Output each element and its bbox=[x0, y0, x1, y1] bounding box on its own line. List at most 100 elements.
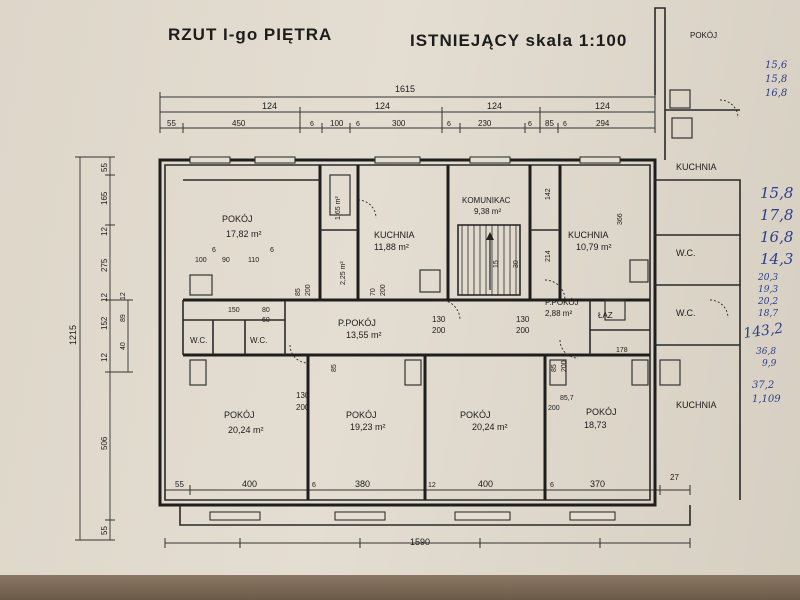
hand-note: 16,8 bbox=[760, 228, 793, 246]
misc-number: 100 bbox=[195, 257, 207, 264]
dim-module-3: 124 bbox=[487, 101, 502, 111]
dim-left-overall: 1215 bbox=[68, 325, 78, 345]
door-width: 85 bbox=[331, 364, 338, 372]
neighbour-pokoj: POKÓJ bbox=[690, 31, 717, 40]
door-width: 130 bbox=[432, 315, 446, 324]
room-name: POKÓJ bbox=[586, 407, 617, 417]
room-name: W.C. bbox=[190, 336, 207, 345]
neighbour-wc: W.C. bbox=[676, 308, 696, 318]
misc-number: 85,7 bbox=[560, 395, 574, 402]
dim-seg-10: 6 bbox=[563, 121, 567, 128]
neighbour-labels: POKÓJ KUCHNIA KUCHNIA W.C. W.C. bbox=[676, 31, 717, 410]
room-name: P.POKÓJ bbox=[545, 298, 579, 307]
door-swings bbox=[289, 99, 739, 364]
walls bbox=[158, 7, 741, 526]
hand-note: 9,9 bbox=[762, 359, 777, 369]
misc-number: 214 bbox=[545, 250, 552, 262]
room-area: 20,24 m² bbox=[472, 422, 508, 432]
room-labels: POKÓJ 17,82 m² KUCHNIA 11,88 m² KOMUNIKA… bbox=[190, 196, 617, 435]
misc-number: 90 bbox=[222, 257, 230, 264]
room-name: POKÓJ bbox=[222, 214, 253, 224]
dim-module-1: 124 bbox=[262, 101, 277, 111]
dim-left-6: 12 bbox=[100, 353, 109, 362]
dim-left-inner-5: 40 bbox=[120, 342, 127, 350]
dim-bottom-4: 12 bbox=[428, 482, 436, 489]
dim-seg-4: 6 bbox=[356, 121, 360, 128]
dim-left-4: 12 bbox=[100, 293, 109, 302]
hand-note: 15,8 bbox=[765, 74, 787, 85]
dim-bottom-8: 27 bbox=[670, 473, 679, 482]
neighbour-kuchnia: KUCHNIA bbox=[676, 162, 717, 172]
hand-note: 36,8 bbox=[756, 347, 776, 357]
dim-left-3: 275 bbox=[100, 258, 109, 272]
hand-note: 14,3 bbox=[760, 250, 793, 268]
hand-note: 18,7 bbox=[758, 309, 778, 319]
misc-number: 366 bbox=[617, 213, 624, 225]
dim-seg-8: 6 bbox=[528, 121, 532, 128]
hand-note: 37,2 bbox=[752, 380, 774, 391]
small-area: 2,25 m² bbox=[340, 261, 347, 285]
left-dimensions: 1215 55 165 12 275 12 152 12 506 55 12 8… bbox=[68, 156, 133, 541]
misc-number: 30 bbox=[513, 260, 520, 268]
hand-note: 15,6 bbox=[765, 60, 788, 71]
dim-bottom-6: 6 bbox=[550, 482, 554, 489]
misc-number: 6 bbox=[270, 247, 274, 254]
misc-number: 60 bbox=[262, 317, 270, 324]
dim-left-inner-3: 89 bbox=[120, 314, 127, 322]
room-name: KUCHNIA bbox=[374, 230, 415, 240]
room-name: POKÓJ bbox=[224, 410, 255, 420]
door-width: 130 bbox=[516, 315, 530, 324]
misc-number: 142 bbox=[545, 188, 552, 200]
handwritten-notes: 15,6 15,8 16,8 15,8 17,8 16,8 14,3 20,3 … bbox=[742, 60, 793, 405]
door-width: 70 bbox=[370, 288, 377, 296]
misc-number: 200 bbox=[548, 405, 560, 412]
door-width: 85 bbox=[295, 288, 302, 296]
drawing-paper bbox=[0, 0, 800, 575]
neighbour-kuchnia: KUCHNIA bbox=[676, 400, 717, 410]
bottom-dimensions: 55 400 6 380 12 400 6 370 27 1590 bbox=[164, 473, 691, 548]
door-height: 200 bbox=[380, 284, 387, 296]
door-height: 200 bbox=[561, 360, 568, 372]
door-height: 200 bbox=[432, 326, 446, 335]
room-area: 17,82 m² bbox=[226, 229, 262, 239]
dim-left-8: 55 bbox=[100, 526, 109, 535]
hand-note: 17,8 bbox=[760, 206, 793, 224]
room-area: 20,24 m² bbox=[228, 425, 264, 435]
dim-left-inner-0: 12 bbox=[120, 292, 127, 300]
hand-note: 20,3 bbox=[757, 273, 778, 283]
dim-seg-2: 6 bbox=[310, 121, 314, 128]
staircase bbox=[457, 224, 521, 296]
dim-left-7: 506 bbox=[100, 436, 109, 450]
door-width: 85 bbox=[551, 364, 558, 372]
dim-left-1: 165 bbox=[100, 191, 109, 205]
room-name: KOMUNIKAC bbox=[462, 196, 511, 205]
dim-bottom-7: 370 bbox=[590, 479, 605, 489]
room-name: P.POKÓJ bbox=[338, 318, 376, 328]
misc-number: 110 bbox=[248, 257, 259, 264]
door-dimensions: 130 200 130 200 130 200 85 200 85 85 200… bbox=[295, 284, 568, 412]
small-area: 1,65 m² bbox=[335, 196, 342, 220]
room-area: 11,88 m² bbox=[374, 242, 409, 252]
hand-note: 15,8 bbox=[760, 184, 793, 202]
dim-bottom-overall: 1590 bbox=[410, 537, 430, 547]
dim-left-2: 12 bbox=[100, 227, 109, 236]
plan-subtitle: ISTNIEJĄCY skala 1:100 bbox=[410, 31, 627, 50]
room-area: 9,38 m² bbox=[474, 207, 501, 216]
room-name: POKÓJ bbox=[346, 410, 377, 420]
door-width: 130 bbox=[296, 391, 310, 400]
hand-note: 20,2 bbox=[757, 297, 778, 307]
dim-seg-7: 230 bbox=[478, 119, 492, 128]
dim-bottom-1: 400 bbox=[242, 479, 257, 489]
table-edge bbox=[0, 575, 800, 600]
room-area: 13,55 m² bbox=[346, 330, 382, 340]
room-area: 10,79 m² bbox=[576, 242, 612, 252]
room-name: KUCHNIA bbox=[568, 230, 609, 240]
dim-bottom-2: 6 bbox=[312, 482, 316, 489]
dim-bottom-0: 55 bbox=[175, 480, 184, 489]
door-height: 200 bbox=[516, 326, 530, 335]
dim-module-2: 124 bbox=[375, 101, 390, 111]
dim-top-overall: 1615 bbox=[395, 84, 415, 94]
dim-left-5: 152 bbox=[100, 316, 109, 330]
room-name: W.C. bbox=[250, 336, 267, 345]
